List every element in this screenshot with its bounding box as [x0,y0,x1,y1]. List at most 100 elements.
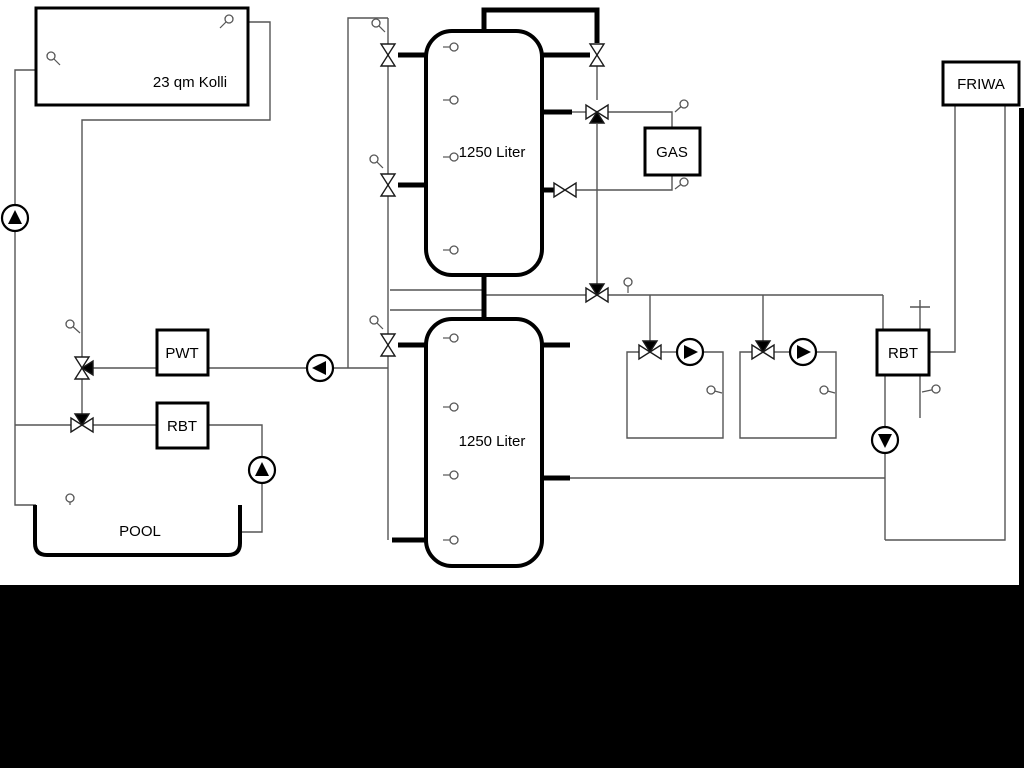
valve-port-filled [588,283,606,297]
rbt-left-box [155,401,210,450]
sensor-icon [65,319,81,334]
rbt-left-label: RBT [167,418,197,435]
pump-icon [305,353,335,383]
pump-direction-triangle [312,361,326,375]
pump-icon [788,337,818,367]
valve-icon [379,333,397,357]
pipe [626,351,724,439]
valve-port [379,53,397,67]
pipe [929,105,956,353]
sensor-icon [369,315,384,330]
gas-boiler-box [643,126,702,177]
pump-icon [247,455,277,485]
pump-icon [675,337,705,367]
tank-upper-label: 1250 Liter [459,144,526,161]
gas-label: GAS [656,144,688,161]
collector-box [34,6,250,107]
pump-direction-triangle [797,345,811,359]
pump-direction-triangle [684,345,698,359]
valve-port-filled [641,340,659,354]
valve-port [588,43,606,57]
valve-port [588,53,606,67]
valve-port [553,181,567,199]
pipe [576,174,673,191]
valve-port [751,343,765,361]
pipe [81,21,271,414]
sensor-bulb [931,384,941,394]
pipe [739,351,837,439]
pipe [347,17,388,368]
valve-port [379,343,397,357]
sensor-bulb [623,277,633,287]
friwa-box [941,60,1021,107]
top-pipe [481,7,600,43]
valve-port [379,333,397,347]
three-way-valve-icon [585,283,609,304]
sensor-bulb [819,385,829,395]
three-way-valve-icon [638,340,662,361]
sensor-bulb [449,245,459,255]
sensor-icon [443,333,459,343]
three-way-valve-icon [70,413,94,434]
sensor-icon [674,99,689,113]
sensor-bulb [46,51,56,61]
pump-direction-triangle [878,434,892,448]
valve-port-filled [80,359,94,377]
letterbox-bottom [0,585,1024,768]
sensor-icon [443,535,459,545]
sensor-icon [219,14,234,29]
valve-port [379,173,397,187]
valve-port [638,343,652,361]
rbt-right-label: RBT [888,345,918,362]
buffer-tank-upper [424,29,544,277]
valve-port [648,343,662,361]
sensor-icon [443,42,459,52]
sensor-icon [819,385,836,395]
valve-port [595,103,609,121]
valve-port [379,43,397,57]
sensor-icon [443,95,459,105]
valve-port [70,416,84,434]
valve-port-filled [73,413,91,427]
sensor-icon [371,18,386,33]
pool-basin [33,505,242,557]
sensor-bulb [65,319,75,329]
sensor-bulb [371,18,381,28]
sensor-icon [921,384,941,394]
sensor-icon [674,177,689,190]
pipes-thin [14,17,1006,541]
sensor-bulb [449,42,459,52]
sensor-bulb [369,154,379,164]
sensor-bulb [449,535,459,545]
valve-port [761,343,775,361]
pipe [14,69,36,506]
valve-icon [379,173,397,197]
sensor-bulb [369,315,379,325]
valve-port [585,103,599,121]
valve-port [80,416,94,434]
three-way-valve-icon [751,340,775,361]
sensor-icon [623,277,633,293]
sensor-bulb [449,333,459,343]
sensor-bulb [706,385,716,395]
sensor-icon [443,152,459,162]
valve-port [595,286,609,304]
sensor-icon [706,385,723,395]
sensor-bulb [449,95,459,105]
sensor-icon [65,493,75,505]
sensor-icon [443,402,459,412]
three-way-valve-icon [73,356,94,380]
friwa-label: FRIWA [957,76,1005,93]
pwt-label: PWT [165,345,198,362]
sensor-bulb [449,152,459,162]
valve-icon [588,43,606,67]
sensor-bulb [224,14,234,24]
rbt-right-box [875,328,931,377]
sensor-bulb [65,493,75,503]
pwt-box [155,328,210,377]
sensor-icon [443,245,459,255]
sensor-icon [369,154,384,169]
sensor-bulb [449,402,459,412]
sensor-icon [46,51,61,66]
